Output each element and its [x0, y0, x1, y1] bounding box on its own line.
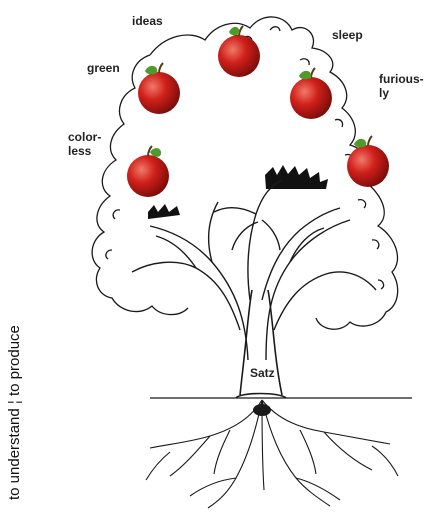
- apple-icon: [127, 146, 169, 197]
- caption-separator: ¦: [6, 400, 23, 404]
- caption-right: to produce: [6, 325, 23, 396]
- word-ideas: ideas: [132, 14, 163, 28]
- tree-branches: [132, 180, 376, 360]
- word-colorless: color- less: [68, 130, 101, 158]
- apple-icon: [218, 26, 260, 77]
- word-sleep: sleep: [332, 28, 363, 42]
- tree-trunk: [236, 290, 286, 398]
- word-furiously: furious- ly: [379, 72, 424, 100]
- side-caption: to understand ¦ to produce: [6, 325, 24, 500]
- root-knot: [253, 404, 271, 416]
- caption-left: to understand: [6, 408, 23, 500]
- tree-roots: [146, 400, 398, 508]
- foliage-dark: [148, 165, 328, 219]
- apple-icon: [290, 68, 332, 119]
- word-green: green: [87, 61, 120, 75]
- apple-icon: [347, 136, 389, 187]
- word-satz: Satz: [249, 366, 276, 380]
- apple-icon: [138, 63, 180, 114]
